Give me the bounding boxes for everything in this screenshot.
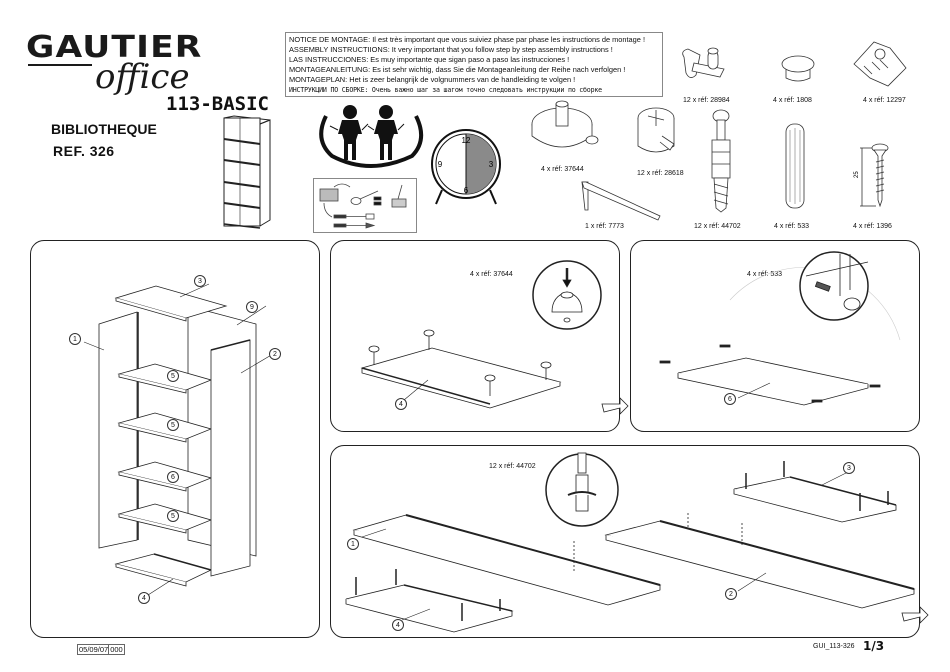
hardware-label: 12 x réf: 28618	[637, 170, 684, 177]
notice-line-de: MONTAGEANLEITUNG: Es ist sehr wichtig, d…	[289, 65, 626, 74]
callout-5b: 5	[167, 419, 179, 431]
clock-number-6: 6	[464, 186, 469, 195]
notice-line-nl: MONTAGEPLAN: Het is zeer belangrijk de v…	[289, 75, 576, 84]
wood-dowel-icon	[785, 123, 805, 209]
page-number: 1/3	[863, 639, 885, 653]
callout-1: 1	[69, 333, 81, 345]
notice-line-es: LAS INSTRUCCIONES: Es muy importante que…	[289, 55, 570, 64]
clock-icon: 12 3 6 9	[431, 129, 501, 205]
clock-number-12: 12	[462, 136, 471, 145]
footer-code: 000	[108, 645, 123, 654]
callout-6: 6	[167, 471, 179, 483]
notice-line-ru: ИНСТРУКЦИИ ПО СБОРКЕ: Очень важно шаг за…	[289, 86, 602, 94]
two-person-assembly-icon	[319, 105, 424, 168]
hardware-label: 4 x réf: 533	[774, 223, 810, 230]
step-3-callout-4: 4	[392, 619, 404, 631]
callout-5a: 5	[167, 370, 179, 382]
cap-icon	[781, 55, 815, 82]
exploded-bookcase-diagram	[83, 283, 274, 596]
callout-3: 3	[194, 275, 206, 287]
step-2-callout-6: 6	[724, 393, 736, 405]
model-name: 113-BASIC	[166, 93, 269, 115]
hardware-label: 12 x réf: 28984	[683, 97, 730, 104]
product-reference: REF. 326	[53, 143, 115, 159]
tools-required-icon	[319, 183, 407, 229]
footer-date: 05/09/07	[79, 645, 109, 654]
screw-dimension: 25	[854, 171, 860, 178]
callout-9: 9	[246, 301, 258, 313]
step-1-diagram	[360, 260, 629, 415]
cam-lock-icon	[637, 107, 675, 153]
hardware-label: 4 x réf: 1808	[773, 97, 812, 104]
cam-bolt-icon	[711, 109, 731, 213]
shelf-support-icon	[682, 47, 725, 78]
step-1-callout-4: 4	[395, 398, 407, 410]
screw-icon: 25	[854, 143, 889, 208]
footer-doc-id: GUI_113-326	[813, 643, 855, 650]
notice-line-en: ASSEMBLY INSTRUCTIIONS: It very importan…	[289, 45, 613, 54]
callout-2: 2	[269, 348, 281, 360]
hardware-label: 4 x réf: 12297	[863, 97, 906, 104]
allen-key-icon	[581, 181, 661, 221]
product-name: BIBLIOTHEQUE	[51, 121, 157, 137]
hardware-label: 4 x réf: 37644	[541, 166, 584, 173]
hardware-label: 12 x réf: 44702	[694, 223, 741, 230]
assembly-notice: NOTICE DE MONTAGE: Il est très important…	[285, 32, 663, 97]
step-1-part-label: 4 x réf: 37644	[470, 271, 513, 278]
step-3-callout-2: 2	[725, 588, 737, 600]
bookcase-thumbnail-icon	[223, 115, 271, 229]
callout-4: 4	[138, 592, 150, 604]
tools-required-box	[313, 178, 417, 233]
bracket-icon	[853, 41, 907, 87]
step-3-callout-1: 1	[347, 538, 359, 550]
brand-sub-logo: office	[92, 58, 193, 96]
step-2-diagram	[659, 251, 901, 406]
hardware-label: 1 x réf: 7773	[585, 223, 624, 230]
foot-glide-icon	[531, 100, 599, 148]
callout-5c: 5	[167, 510, 179, 522]
notice-line-fr: NOTICE DE MONTAGE: Il est très important…	[289, 35, 645, 44]
clock-number-9: 9	[438, 160, 443, 169]
step-3-part-label: 12 x réf: 44702	[489, 463, 536, 470]
step-3-callout-3: 3	[843, 462, 855, 474]
step-3-diagram	[345, 452, 929, 633]
step-2-part-label: 4 x réf: 533	[747, 271, 783, 278]
clock-number-3: 3	[489, 160, 494, 169]
hardware-label: 4 x réf: 1396	[853, 223, 892, 230]
